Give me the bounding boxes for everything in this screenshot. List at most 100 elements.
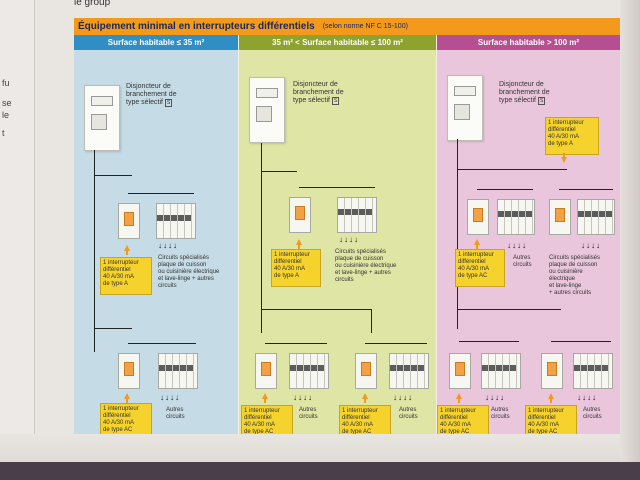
bus-line (365, 343, 427, 344)
margin-fragment: se (2, 98, 12, 108)
box-line: différentiel (458, 259, 486, 265)
label-line: branchement de (293, 89, 344, 96)
label-line: circuits (513, 262, 532, 268)
pointer-arrow-icon (124, 393, 130, 403)
label-line: circuits (491, 414, 510, 420)
title-bar: Équipement minimal en interrupteurs diff… (74, 18, 620, 35)
differential-switch-icon (541, 353, 563, 389)
branch-line (94, 328, 132, 329)
box-line: 40 A/30 mA (103, 274, 135, 280)
selective-badge: S (164, 99, 173, 107)
box-line: 1 interrupteur (103, 260, 139, 266)
box-line: 1 interrupteur (458, 252, 494, 258)
label-line: plaque de cuisson (549, 262, 598, 268)
figure-title: Équipement minimal en interrupteurs diff… (78, 21, 315, 32)
label-line: circuits (299, 414, 318, 420)
box-line: 1 interrupteur (342, 408, 378, 414)
label-line: Autres (166, 407, 184, 413)
box-line: 40 A/30 mA (548, 134, 580, 140)
feed-line (94, 150, 95, 352)
label-line: circuits (158, 283, 177, 289)
box-line: 40 A/30 mA (458, 266, 490, 272)
label-line: circuits (166, 414, 185, 420)
down-arrows-icon: ↓↓↓↓ (577, 393, 597, 402)
feed-line (457, 139, 458, 329)
pointer-arrow-icon (561, 157, 567, 163)
differential-switch-icon (467, 199, 489, 235)
differential-switch-icon (355, 353, 377, 389)
margin-fragment: le (2, 110, 10, 120)
pointer-arrow-icon (296, 239, 302, 249)
box-line: de type AC (528, 429, 558, 435)
box-line: de type AC (440, 429, 470, 435)
pointer-arrow-icon (474, 239, 480, 249)
circuit-breakers-icon (156, 203, 196, 239)
box-line: différentiel (528, 415, 556, 421)
down-arrows-icon: ↓↓↓↓ (158, 241, 178, 250)
label-line: ou cuisinière électrique (335, 263, 397, 269)
box-line: de type AC (244, 429, 274, 435)
circuit-breakers-icon (573, 353, 613, 389)
pointer-arrow-icon (548, 393, 554, 403)
main-breaker-label: Disjoncteur de branchement de type sélec… (499, 81, 550, 105)
label-line: type sélectif (293, 97, 330, 104)
label-line: Disjoncteur de (126, 83, 171, 90)
circuit-breakers-icon (289, 353, 329, 389)
box-line: 1 interrupteur (528, 408, 564, 414)
label-line: plaque de cuisson (335, 256, 384, 262)
label-line: Autres (299, 407, 317, 413)
diagram-figure: Équipement minimal en interrupteurs diff… (74, 18, 621, 443)
down-arrows-icon: ↓↓↓↓ (581, 241, 601, 250)
bus-line (128, 343, 196, 344)
label-line: ou cuisinière électrique (158, 269, 220, 275)
main-breaker-label: Disjoncteur de branchement de type sélec… (293, 81, 344, 105)
differential-switch-icon (449, 353, 471, 389)
down-arrows-icon: ↓↓↓↓ (293, 393, 313, 402)
box-line: 40 A/30 mA (528, 422, 560, 428)
circuit-breakers-icon (158, 353, 198, 389)
pointer-arrow-icon (456, 393, 462, 403)
label-line: circuits (399, 414, 418, 420)
column-medium-surface: 35 m² < Surface habitable ≤ 100 m² Disjo… (239, 35, 437, 443)
circuit-breakers-icon (389, 353, 429, 389)
label-line: Circuits spécialisés (158, 255, 210, 261)
bus-line (459, 341, 519, 342)
differential-switch-icon (549, 199, 571, 235)
box-line: 40 A/30 mA (103, 420, 135, 426)
box-line: 40 A/30 mA (440, 422, 472, 428)
label-line: plaque de cuisson (158, 262, 207, 268)
down-arrows-icon: ↓↓↓↓ (160, 393, 180, 402)
left-margin-page: fu se le t (0, 0, 35, 480)
book-edge (0, 462, 640, 480)
box-line: de type AC (342, 429, 372, 435)
bus-line (265, 343, 327, 344)
down-arrows-icon: ↓↓↓↓ (393, 393, 413, 402)
box-line: de type AC (103, 427, 133, 433)
label-line: et lave-linge + autres (335, 270, 391, 276)
margin-fragment: fu (2, 78, 10, 88)
branch-line (261, 171, 297, 172)
box-line: différentiel (244, 415, 272, 421)
branch-line (457, 309, 561, 310)
main-breaker-icon (249, 77, 285, 143)
down-arrows-icon: ↓↓↓↓ (485, 393, 505, 402)
branch-line (261, 309, 371, 310)
down-arrows-icon: ↓↓↓↓ (339, 235, 359, 244)
column-header: Surface habitable ≤ 35 m² (74, 35, 238, 50)
main-breaker-icon (84, 85, 120, 151)
box-line: de type A (103, 281, 129, 287)
cropped-heading: le group (74, 0, 111, 8)
selective-badge: S (331, 97, 340, 105)
box-line: 40 A/30 mA (342, 422, 374, 428)
label-line: Autres (513, 255, 531, 261)
box-line: 1 interrupteur (440, 408, 476, 414)
box-line: 1 interrupteur (103, 406, 139, 412)
down-arrows-icon: ↓↓↓↓ (507, 241, 527, 250)
label-line: et lave-linge (549, 283, 582, 289)
label-line: Disjoncteur de (499, 81, 544, 88)
